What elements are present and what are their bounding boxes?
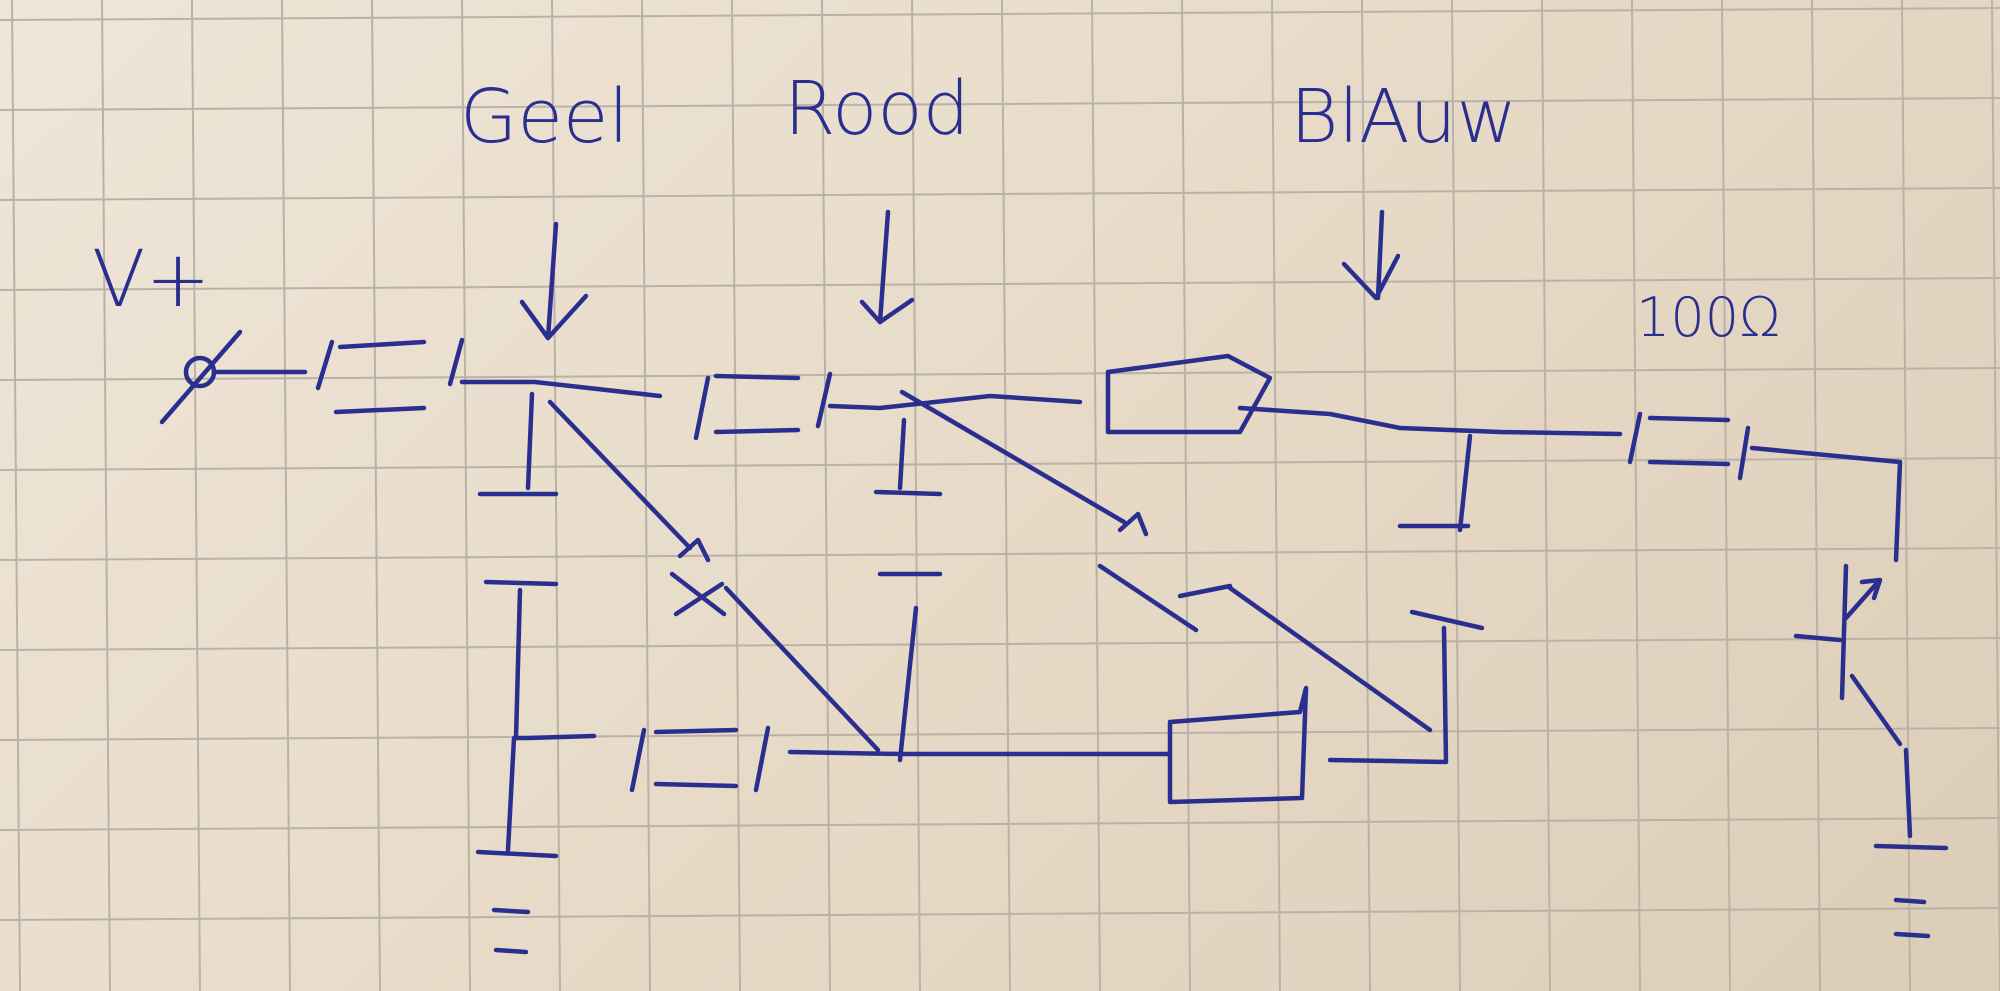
capacitor-c1	[315, 337, 465, 415]
grid-line-vertical	[101, 0, 111, 991]
grid-line-vertical	[1631, 0, 1641, 991]
grid-line-horizontal	[0, 817, 2000, 831]
label-yellow: Geel	[460, 74, 629, 160]
grid-line-horizontal	[0, 547, 2000, 561]
grid-line-vertical	[371, 0, 381, 991]
grid-line-vertical	[281, 0, 291, 991]
schematic-wires	[159, 329, 1949, 955]
grid-line-horizontal	[0, 907, 2000, 921]
grid-line-vertical	[1271, 0, 1281, 991]
grid-line-horizontal	[0, 367, 2000, 381]
marker-arrows	[519, 209, 1401, 341]
grid-line-vertical	[1541, 0, 1551, 991]
grid-line-vertical	[1181, 0, 1191, 991]
grid-line-horizontal	[0, 637, 2000, 651]
grid-line-horizontal	[0, 457, 2000, 471]
label-resistor-value: 100Ω	[1636, 286, 1780, 349]
output-transistor	[1793, 563, 1903, 747]
grid-line-vertical	[1451, 0, 1461, 991]
grid-line-vertical	[731, 0, 741, 991]
grid-line-vertical	[1721, 0, 1731, 991]
arrow-blue	[1341, 209, 1401, 301]
arrow-red	[859, 209, 915, 325]
resistor-100-ohm	[1627, 411, 1751, 481]
capacitor-c3	[477, 491, 559, 587]
grid-line-horizontal	[0, 187, 2000, 201]
grid-line-vertical	[191, 0, 201, 991]
grid-line-horizontal	[0, 277, 2000, 291]
grid-line-vertical	[1811, 0, 1821, 991]
supply-terminal	[159, 329, 243, 425]
capacitor-c6	[1397, 523, 1485, 631]
grid-line-vertical	[1001, 0, 1011, 991]
grid-line-horizontal	[0, 7, 2000, 21]
capacitor-c5	[873, 489, 943, 577]
grid-line-vertical	[1091, 0, 1101, 991]
arrow-yellow	[519, 221, 589, 341]
capacitor-c2	[693, 371, 833, 441]
label-blue: BlAuw	[1290, 74, 1517, 160]
grid-line-horizontal	[0, 727, 2000, 741]
grid-line-vertical	[641, 0, 651, 991]
grid-line-vertical	[1361, 0, 1371, 991]
grid-line-vertical	[1991, 0, 2000, 991]
grid-line-vertical	[11, 0, 21, 991]
ground-left	[491, 907, 531, 955]
ground-right	[1893, 897, 1931, 939]
label-red: Rood	[784, 66, 970, 152]
grid-line-horizontal	[0, 97, 2000, 111]
resistor-r2	[1167, 685, 1309, 805]
resistor-r1	[1105, 353, 1273, 435]
capacitor-c4	[629, 725, 771, 793]
grid-line-vertical	[461, 0, 471, 991]
grid-line-vertical	[1901, 0, 1911, 991]
supply-label: V+	[92, 235, 211, 325]
